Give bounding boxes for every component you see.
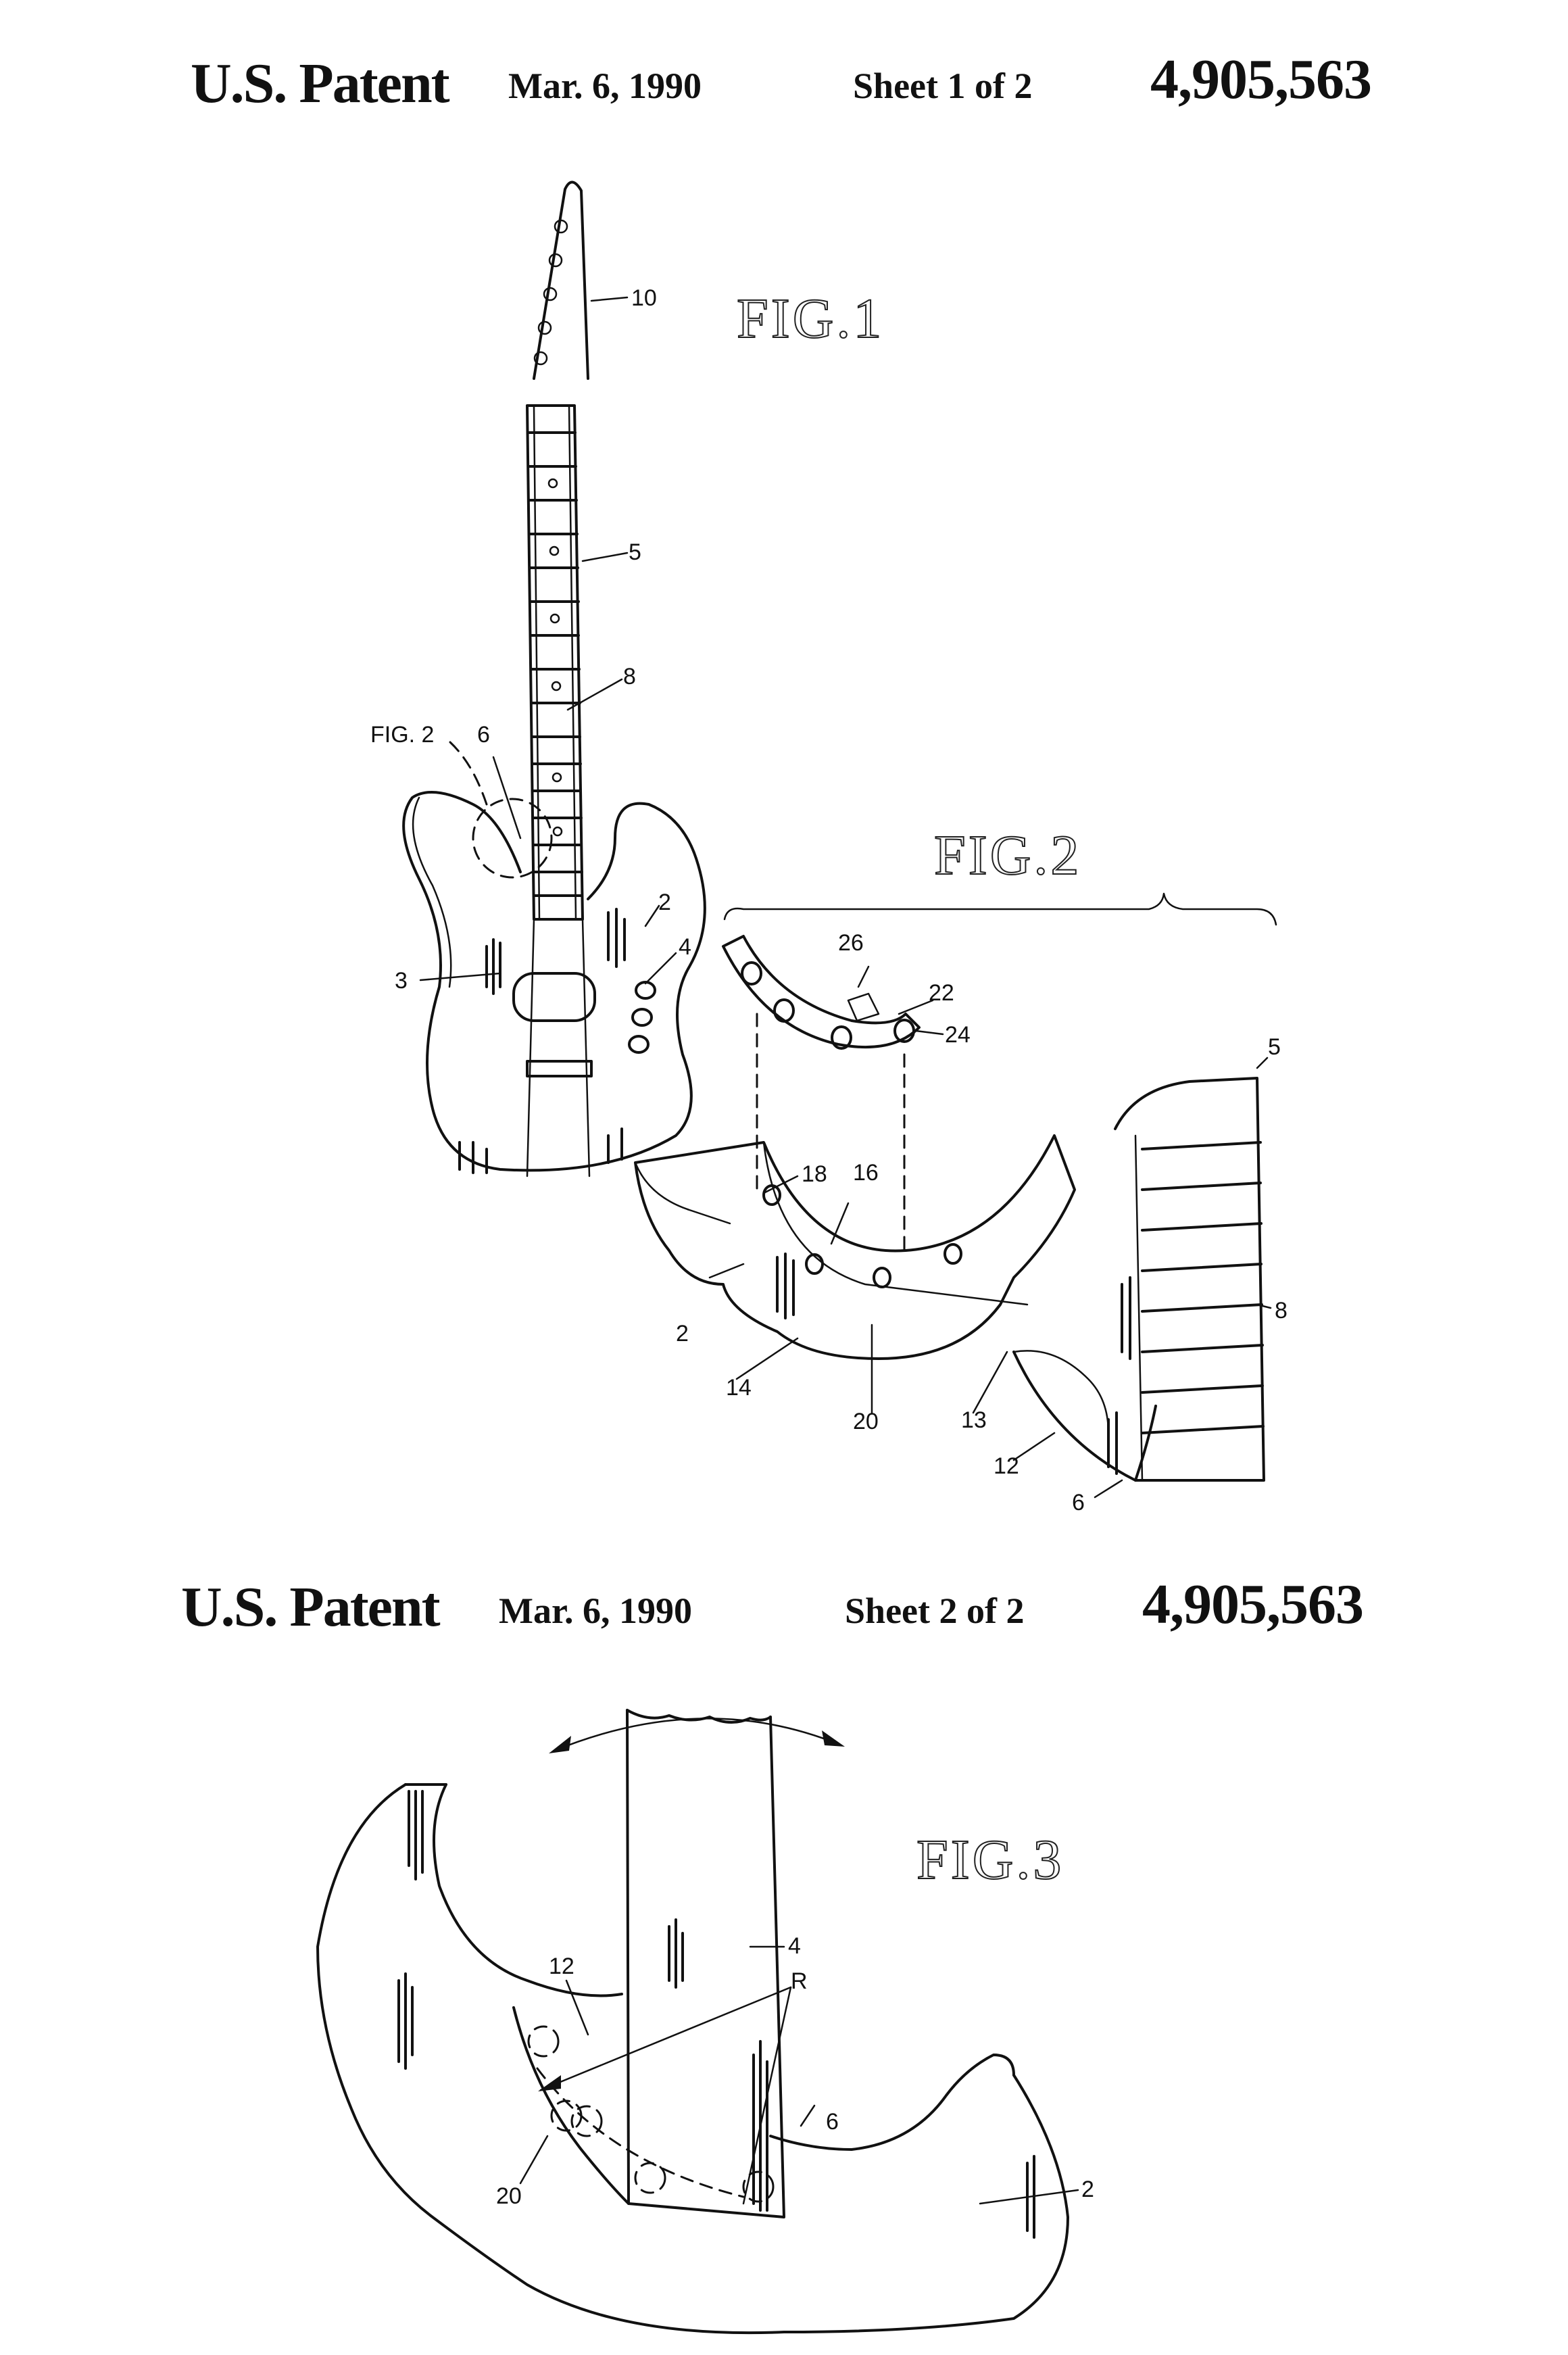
fig2-detail xyxy=(634,892,1277,1499)
sheet1-date: Mar. 6, 1990 xyxy=(508,66,702,106)
fig2-ref-24: 24 xyxy=(945,1022,971,1048)
fig2-ref-16: 16 xyxy=(853,1160,879,1186)
fig3-ref-2: 2 xyxy=(1081,2177,1094,2202)
fig1-ref-3: 3 xyxy=(395,968,408,994)
fig2-label: FIG.2 xyxy=(933,824,1082,887)
fig2-ref-5: 5 xyxy=(1268,1034,1281,1060)
fig1-guitar xyxy=(402,180,706,1178)
sheet1-title: U.S. Patent xyxy=(191,52,450,115)
sheet1-sheet: Sheet 1 of 2 xyxy=(853,66,1033,106)
fig1-ref-8: 8 xyxy=(623,664,636,689)
fig1-ref-2: 2 xyxy=(658,890,671,915)
fig2-ref-2: 2 xyxy=(676,1321,689,1346)
fig2-ref-20: 20 xyxy=(853,1409,879,1434)
sheet2-patent-number: 4,905,563 xyxy=(1142,1573,1364,1636)
sheet1-patent-number: 4,905,563 xyxy=(1150,48,1372,111)
fig3-ref-6: 6 xyxy=(826,2109,839,2135)
fig3-ref-R: R xyxy=(791,1968,808,1994)
fig2-ref-18: 18 xyxy=(802,1161,827,1187)
fig3-ref-4: 4 xyxy=(788,1933,801,1959)
fig2-ref-22: 22 xyxy=(929,980,954,1006)
fig2-ref-14: 14 xyxy=(726,1375,752,1401)
fig1-ref-fig2: FIG. 2 xyxy=(370,722,435,748)
fig1-ref-6: 6 xyxy=(477,722,490,748)
fig2-ref-26: 26 xyxy=(838,930,864,956)
fig2-ref-12: 12 xyxy=(994,1453,1019,1479)
fig3-ref-12: 12 xyxy=(549,1953,574,1979)
fig1-label: FIG.1 xyxy=(736,287,885,350)
fig3-label: FIG.3 xyxy=(916,1828,1064,1891)
sheet2-date: Mar. 6, 1990 xyxy=(499,1591,692,1631)
fig3-detail xyxy=(316,1709,1079,2335)
fig2-ref-8: 8 xyxy=(1275,1298,1288,1324)
sheet2-sheet: Sheet 2 of 2 xyxy=(845,1591,1025,1631)
fig3-ref-20: 20 xyxy=(496,2183,522,2209)
fig2-ref-6: 6 xyxy=(1072,1490,1085,1515)
fig1-ref-4: 4 xyxy=(679,934,691,960)
fig2-ref-13: 13 xyxy=(961,1407,987,1433)
sheet2-title: U.S. Patent xyxy=(181,1576,441,1638)
fig1-ref-10: 10 xyxy=(631,285,657,311)
fig1-ref-5: 5 xyxy=(629,539,641,565)
